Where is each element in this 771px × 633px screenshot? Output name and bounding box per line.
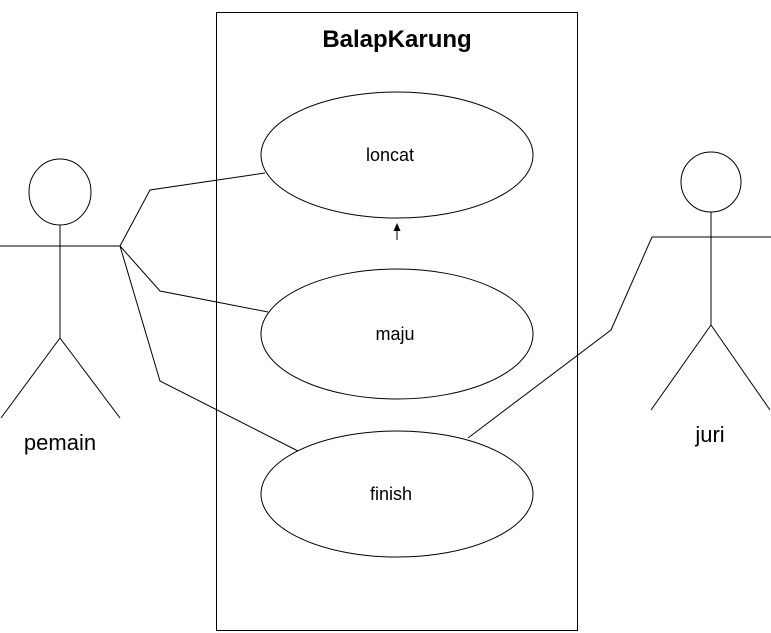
dependency-maju-loncat bbox=[393, 223, 401, 240]
association-pemain-loncat bbox=[119, 172, 266, 247]
use-case-loncat[interactable]: loncat bbox=[260, 91, 534, 219]
actor-pemain-right-leg bbox=[59, 337, 121, 419]
system-title: BalapKarung bbox=[322, 26, 471, 53]
stick-figure-icon bbox=[650, 151, 771, 411]
association-pemain-finish bbox=[119, 245, 301, 453]
actor-pemain-head bbox=[28, 158, 92, 226]
associations bbox=[119, 172, 653, 453]
use-case-maju[interactable]: maju bbox=[260, 268, 534, 400]
actor-juri[interactable]: juri bbox=[650, 151, 771, 447]
actor-pemain[interactable]: pemain bbox=[0, 158, 121, 455]
dependency-arrowhead-icon bbox=[393, 223, 401, 231]
actor-pemain-label: pemain bbox=[24, 430, 96, 455]
association-pemain-maju bbox=[119, 245, 269, 313]
actor-pemain-left-leg bbox=[0, 337, 61, 419]
actor-juri-right-leg bbox=[710, 324, 771, 411]
association-juri-finish bbox=[467, 236, 653, 439]
use-case-maju-ellipse[interactable] bbox=[260, 268, 534, 400]
use-case-loncat-label: loncat bbox=[366, 145, 414, 165]
use-case-finish-ellipse[interactable] bbox=[260, 430, 534, 558]
use-case-loncat-ellipse[interactable] bbox=[260, 91, 534, 219]
use-case-maju-label: maju bbox=[375, 324, 414, 344]
use-case-finish-label: finish bbox=[370, 484, 412, 504]
actor-juri-left-leg bbox=[650, 324, 712, 411]
actor-juri-label: juri bbox=[694, 422, 724, 447]
use-case-finish[interactable]: finish bbox=[260, 430, 534, 558]
stick-figure-icon bbox=[0, 158, 121, 419]
actor-juri-head bbox=[680, 151, 742, 213]
